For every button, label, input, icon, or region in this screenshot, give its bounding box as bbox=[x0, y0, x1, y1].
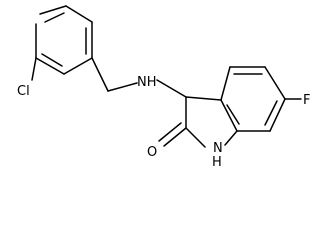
ring-nitrogen-label: N bbox=[213, 141, 223, 156]
bond bbox=[220, 99, 238, 132]
bond bbox=[264, 66, 286, 100]
bond bbox=[220, 66, 231, 101]
chlorophenyl-ring bbox=[35, 5, 93, 75]
double-bond-inner bbox=[226, 104, 240, 125]
amine-nh-label: NH bbox=[137, 75, 157, 90]
carbonyl-bond-2 bbox=[158, 122, 182, 142]
bond bbox=[63, 57, 93, 75]
bond bbox=[185, 127, 206, 148]
fluorine-label: F bbox=[303, 93, 310, 108]
bond bbox=[35, 57, 65, 75]
double-bond-inner bbox=[41, 53, 63, 67]
bond-cl bbox=[31, 57, 37, 81]
lactam-ring bbox=[185, 96, 238, 148]
bond bbox=[39, 5, 67, 15]
double-bond-inner bbox=[264, 100, 278, 126]
molecule-diagram: Cl NH F O N H bbox=[17, 5, 310, 170]
bond bbox=[269, 98, 286, 132]
bond bbox=[65, 5, 93, 23]
chlorine-label: Cl bbox=[17, 84, 30, 99]
double-bond-inner bbox=[44, 12, 65, 23]
bond bbox=[185, 96, 222, 101]
ring-nh-hydrogen-label: H bbox=[212, 155, 222, 170]
fluorophenyl-ring bbox=[220, 66, 286, 132]
bond-ch2-n bbox=[107, 82, 138, 92]
bond-ch2 bbox=[91, 57, 109, 92]
bond bbox=[224, 130, 238, 146]
bond-n-c3 bbox=[156, 79, 187, 98]
oxygen-label: O bbox=[147, 145, 157, 160]
carbonyl-bond-1 bbox=[163, 127, 187, 147]
